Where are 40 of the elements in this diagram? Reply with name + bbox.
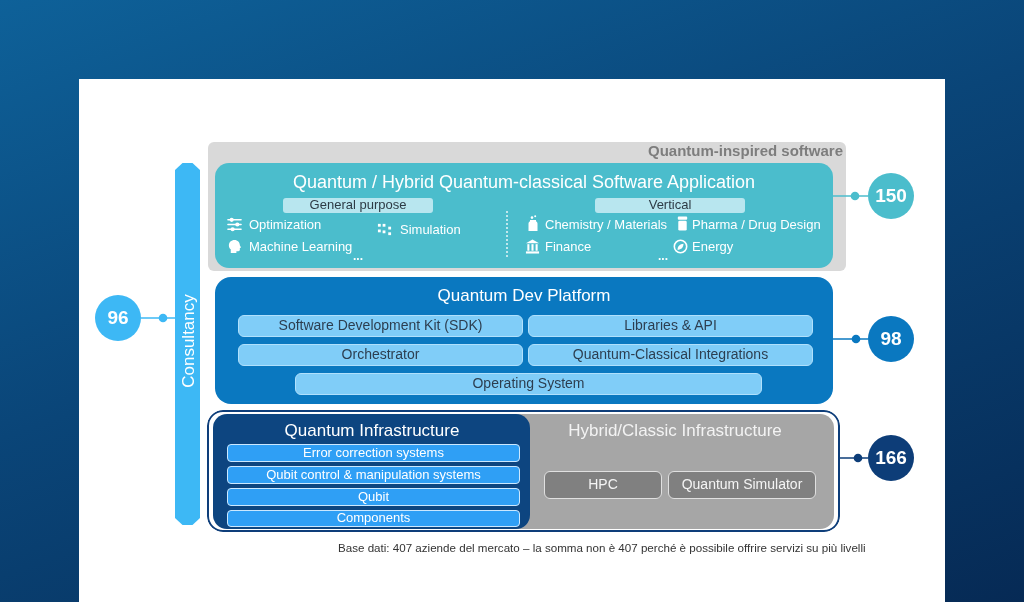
panel-title: Quantum Infrastructure (284, 421, 460, 442)
list-item: Machine Learning (249, 239, 353, 255)
bar-label: Consultancy (179, 294, 196, 388)
component-tag: Qubit (227, 488, 520, 506)
list-item: Energy (692, 239, 734, 255)
list-item: Pharma / Drug Design (692, 217, 821, 233)
component-tag: Software Development Kit (SDK) (238, 315, 523, 337)
component-tag: Qubit control & manipulation systems (227, 466, 520, 484)
category-pill: General purpose (283, 198, 433, 213)
vertical-bar (175, 163, 200, 525)
component-tag: HPC (544, 471, 662, 499)
band-heading: Quantum-inspired software (647, 142, 843, 160)
connector-line (832, 334, 869, 344)
platform-panel (215, 277, 833, 404)
component-tag: Quantum-Classical Integrations (528, 344, 813, 366)
caption-text: Base dati: 407 aziende del mercato – la somma non è 407 perché è possibile offrire servizi su più livelli (338, 541, 866, 555)
list-item: Chemistry / Materials (545, 217, 668, 233)
ellipsis-text: ... (658, 250, 668, 262)
panel-title: Hybrid/Classic Infrastructure (568, 421, 782, 442)
list-item: Finance (545, 239, 592, 255)
panel-title: Quantum Dev Platform (437, 286, 611, 307)
application-panel (215, 163, 833, 268)
panel-title: Quantum / Hybrid Quantum-classical Software Application (292, 172, 756, 194)
software-band (208, 142, 846, 271)
ellipsis-text: ... (353, 250, 363, 262)
connector-line (832, 191, 869, 201)
component-tag: Operating System (295, 373, 762, 395)
infrastructure-panel (531, 414, 834, 529)
component-tag: Quantum Simulator (668, 471, 816, 499)
category-pill: Vertical (595, 198, 745, 213)
connector-line (839, 453, 869, 463)
infrastructure-frame (207, 410, 840, 532)
component-tag: Error correction systems (227, 444, 520, 462)
list-item: Simulation (400, 222, 461, 238)
connector-line (140, 313, 176, 323)
component-tag: Components (227, 510, 520, 527)
component-tag: Orchestrator (238, 344, 523, 366)
infrastructure-panel (213, 414, 530, 529)
list-item: Optimization (249, 217, 322, 233)
component-tag: Libraries & API (528, 315, 813, 337)
